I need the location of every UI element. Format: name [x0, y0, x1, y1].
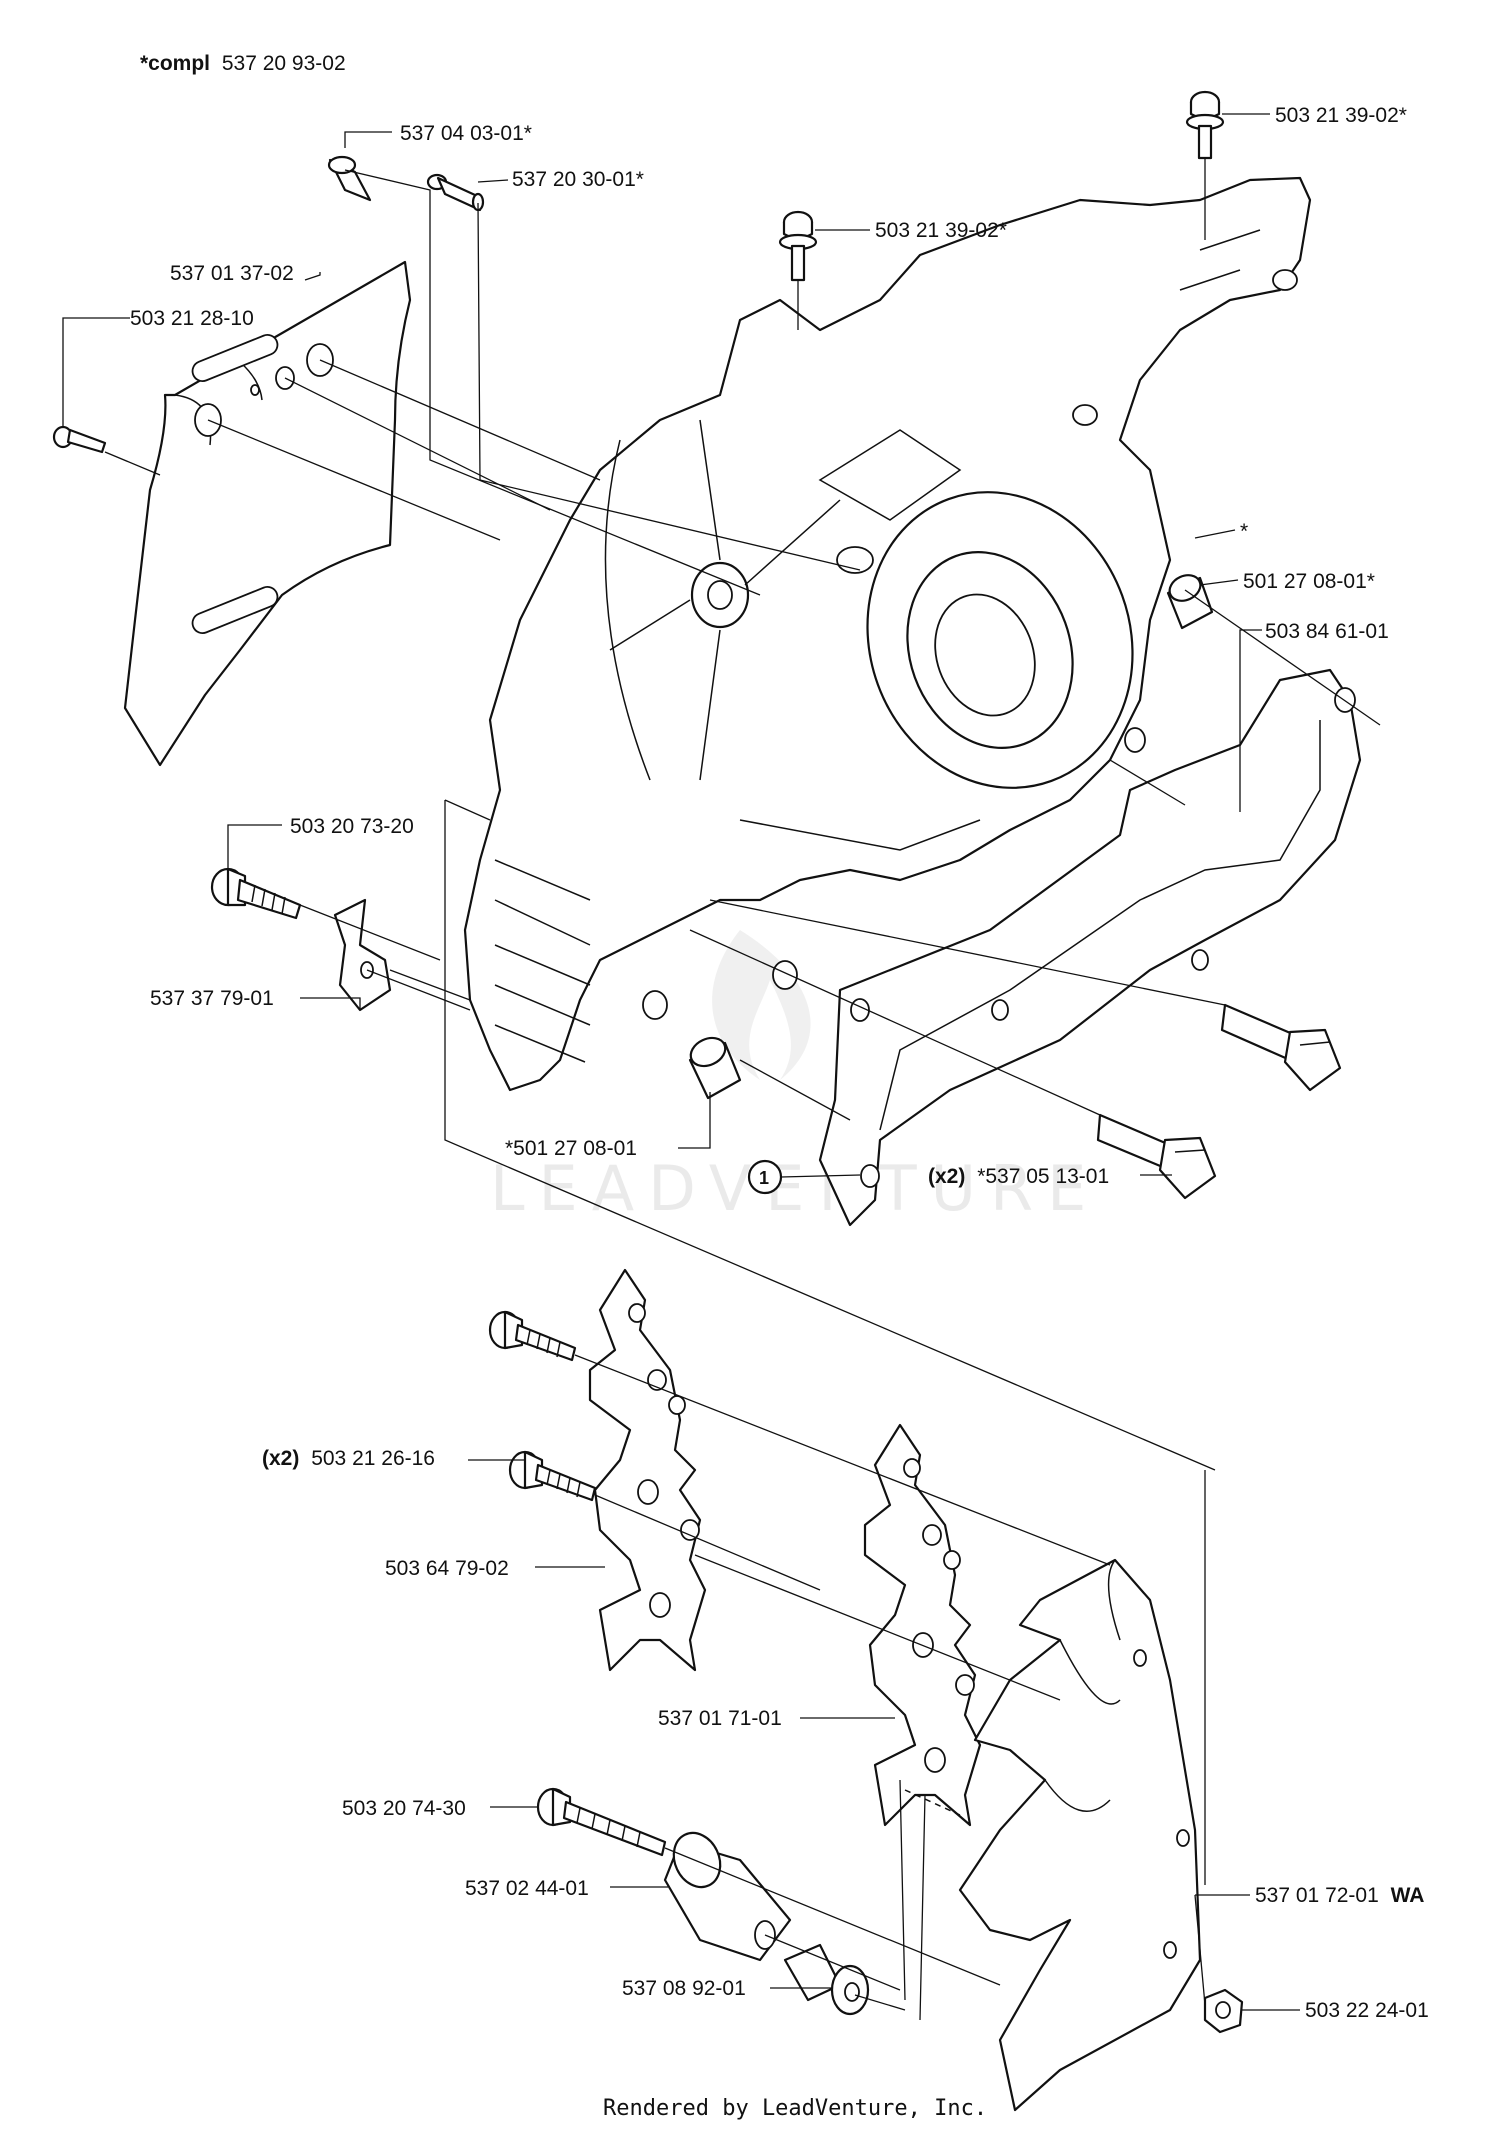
label-537-01-72-01-number: 537 01 72-01: [1255, 1884, 1379, 1907]
bolt-537-05-13-01-b[interactable]: [1096, 1113, 1217, 1200]
label-537-20-30-01[interactable]: 537 20 30-01*: [512, 168, 644, 191]
label-537-01-71-01[interactable]: 537 01 71-01: [658, 1707, 782, 1730]
label-537-04-03-01[interactable]: 537 04 03-01*: [400, 122, 532, 145]
screw-503-21-26-16-b[interactable]: [508, 1450, 597, 1502]
pin-537-04-03-01[interactable]: [327, 155, 372, 202]
nut-503-22-24-01[interactable]: [1203, 1988, 1244, 2034]
bolt-537-05-13-01-a[interactable]: [1220, 1003, 1342, 1092]
screw-503-21-28-10[interactable]: [52, 425, 107, 454]
label-503-20-73-20[interactable]: 503 20 73-20: [290, 815, 414, 838]
label-537-05-13-01-number: *537 05 13-01: [977, 1165, 1109, 1188]
cover-plate-537-01-37-02[interactable]: [123, 260, 412, 767]
label-503-22-24-01[interactable]: 503 22 24-01: [1305, 1999, 1429, 2022]
compl-number: 537 20 93-02: [222, 52, 346, 75]
label-503-21-39-02-top[interactable]: 503 21 39-02*: [1275, 104, 1407, 127]
label-503-64-79-02[interactable]: 503 64 79-02: [385, 1557, 509, 1580]
label-537-01-72-01-suffix: WA: [1391, 1884, 1425, 1907]
label-537-02-44-01[interactable]: 537 02 44-01: [465, 1877, 589, 1900]
bumper-spike-537-01-71-01[interactable]: [863, 1423, 982, 1827]
part-labels: 537 04 03-01* 537 20 30-01* 503 21 39-02…: [62, 104, 1429, 2022]
label-503-21-28-10[interactable]: 503 21 28-10: [130, 307, 254, 330]
watermark-text: LEADVENTURE: [490, 1152, 1100, 1225]
screw-503-21-26-16-a[interactable]: [488, 1310, 577, 1362]
bushing-537-08-92-01[interactable]: [783, 1943, 870, 2016]
screw-503-21-39-02-mid[interactable]: [778, 210, 818, 282]
label-503-21-26-16-qty: (x2): [262, 1447, 299, 1470]
callout-1-number: 1: [759, 1168, 769, 1188]
label-501-27-08-01-right[interactable]: 501 27 08-01*: [1243, 570, 1375, 593]
pin-537-20-30-01[interactable]: [426, 173, 485, 212]
bolt-503-20-73-20[interactable]: [210, 867, 302, 920]
label-537-05-13-01-qty: (x2): [928, 1165, 965, 1188]
label-537-08-92-01[interactable]: 537 08 92-01: [622, 1977, 746, 2000]
label-503-20-74-30[interactable]: 503 20 74-30: [342, 1797, 466, 1820]
assembly-label: *compl 537 20 93-02: [140, 52, 346, 75]
screw-503-21-39-02-top[interactable]: [1185, 90, 1225, 160]
sleeve-501-27-08-01-right[interactable]: [1165, 570, 1214, 630]
lower-axis-lines: [574, 1354, 1206, 2021]
label-assembly-star[interactable]: *: [1240, 520, 1248, 543]
compl-prefix: *compl: [140, 52, 210, 75]
spacer-537-02-44-01[interactable]: [663, 1825, 792, 1962]
label-537-01-72-01[interactable]: 537 01 72-01 WA: [1255, 1884, 1424, 1907]
leadventure-watermark: LEADVENTURE: [490, 930, 1100, 1225]
footer-credit: Rendered by LeadVenture, Inc.: [603, 2096, 987, 2121]
upper-axis-lines: [104, 158, 1381, 1471]
label-501-27-08-01-bottom[interactable]: *501 27 08-01: [505, 1137, 637, 1160]
bumper-plate-537-01-72-01[interactable]: [958, 1558, 1202, 2112]
watermark-flame-icon: [712, 930, 811, 1080]
label-503-21-26-16-number: 503 21 26-16: [311, 1447, 435, 1470]
gasket-1[interactable]: [818, 668, 1362, 1227]
label-537-37-79-01[interactable]: 537 37 79-01: [150, 987, 274, 1010]
label-537-01-37-02[interactable]: 537 01 37-02: [170, 262, 294, 285]
bumper-spike-503-64-79-02[interactable]: [588, 1268, 707, 1672]
sleeve-501-27-08-01-bottom[interactable]: [686, 1033, 742, 1100]
label-537-05-13-01[interactable]: (x2) *537 05 13-01: [928, 1165, 1109, 1188]
label-503-21-26-16[interactable]: (x2) 503 21 26-16: [262, 1447, 435, 1470]
bolt-503-20-74-30[interactable]: [536, 1787, 667, 1857]
label-503-21-39-02-mid[interactable]: 503 21 39-02*: [875, 219, 1007, 242]
label-503-84-61-01[interactable]: 503 84 61-01: [1265, 620, 1389, 643]
bracket-537-37-79-01[interactable]: [333, 898, 392, 1012]
crankcase[interactable]: [463, 176, 1312, 1092]
